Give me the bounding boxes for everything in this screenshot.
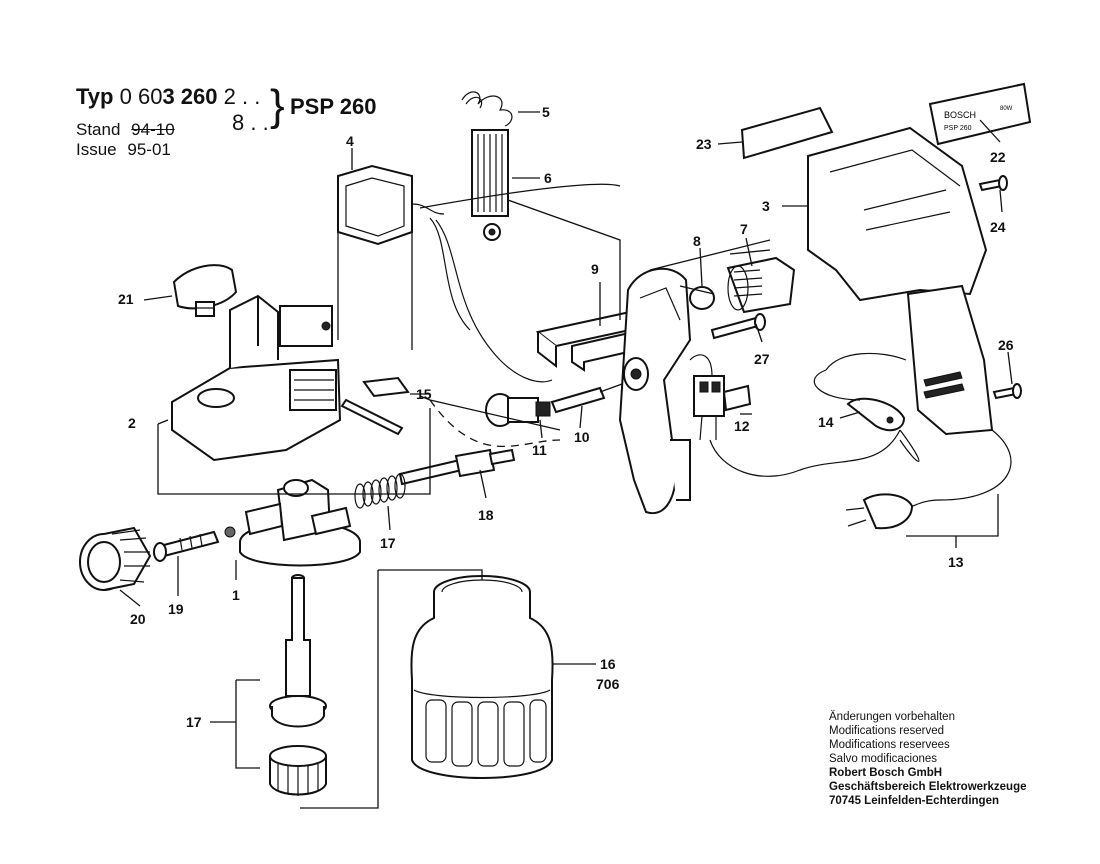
part-7-nozzle <box>726 256 796 314</box>
callout-19: 18 <box>478 507 494 523</box>
callout-16: 16 <box>600 656 616 672</box>
callout-14: 14 <box>818 414 834 430</box>
nameplate-power: 80W <box>1000 106 1013 112</box>
part-22-knob <box>172 264 238 317</box>
brace: } <box>270 81 285 130</box>
issue-label: Issue <box>76 140 117 159</box>
typ-number-light: 0 60 <box>119 84 163 109</box>
callout-2: 2 <box>128 415 136 431</box>
part-23-nameplate: BOSCH PSP 260 80W <box>928 82 1032 146</box>
callout-20: 19 <box>168 601 184 617</box>
callout-5: 5 <box>542 104 550 120</box>
callout-21: 20 <box>130 611 146 627</box>
part-14-grommet <box>846 397 906 432</box>
callout-27: 27 <box>754 351 770 367</box>
assembly-lines <box>157 176 999 809</box>
callout-706: 706 <box>596 676 620 692</box>
stand-value: 94-10 <box>131 120 175 139</box>
part-6-heatsink <box>471 129 509 241</box>
note-line-fr: Modifications reservees <box>829 739 950 751</box>
model-name: PSP 260 <box>290 94 377 119</box>
callout-22: 21 <box>118 291 134 307</box>
variant-2: 8 . . <box>232 110 269 135</box>
part-15-pin <box>340 376 410 436</box>
typ-number-bold: 3 260 <box>162 84 218 109</box>
callout-3: 3 <box>762 198 770 214</box>
part-5-wire-clip <box>461 91 513 127</box>
callout-7: 7 <box>740 221 748 237</box>
part-21-cap <box>79 526 152 591</box>
company-name: Robert Bosch GmbH <box>829 767 943 779</box>
callout-1: 1 <box>232 587 240 603</box>
part-20-needle <box>153 530 220 562</box>
part-8-ring <box>689 286 715 310</box>
company-address: 70745 Leinfelden-Echterdingen <box>829 795 999 807</box>
stand-label: Stand <box>76 120 121 139</box>
note-line-en: Modifications reserved <box>829 725 945 737</box>
note-line-de: Änderungen vorbehalten <box>829 711 955 723</box>
notes-block: Änderungen vorbehalten Modifications res… <box>829 710 1027 808</box>
part-10-connector <box>550 383 623 414</box>
nameplate-model: PSP 260 <box>944 125 972 132</box>
part-18-spring <box>354 473 406 509</box>
callout-11: 11 <box>532 442 547 458</box>
part-24-label <box>740 106 834 160</box>
issue-value: 95-01 <box>127 140 171 159</box>
callout-18: 17 <box>380 535 396 551</box>
part-3-housing-cover <box>807 126 994 436</box>
part-16-container <box>410 575 554 779</box>
callout-17: 17 <box>186 714 202 730</box>
callout-23: 22 <box>990 149 1006 165</box>
part-1-pump-body <box>224 478 361 567</box>
type-number: Typ 0 603 260 2 . . <box>76 84 260 110</box>
callout-9: 9 <box>591 261 599 277</box>
part-2-pump-housing <box>171 294 342 462</box>
callout-labels: 5 6 4 21 9 8 7 27 23 3 22 24 26 12 14 10… <box>118 104 1014 730</box>
variant-1: 2 . . <box>223 84 261 109</box>
company-division: Geschäftsbereich Elektrowerkzeuge <box>829 781 1027 793</box>
typ-prefix: Typ <box>76 84 114 109</box>
part-26-screw-bottom <box>992 383 1022 400</box>
note-line-es: Salvo modificaciones <box>829 753 938 765</box>
callout-24: 23 <box>696 136 712 152</box>
callout-26-bottom: 26 <box>998 337 1014 353</box>
stand-line: Stand 94-10 <box>76 120 175 140</box>
part-19-spindle <box>398 448 516 486</box>
callout-10: 10 <box>574 429 590 445</box>
part-26-screw-top <box>978 175 1008 192</box>
callout-12: 12 <box>734 418 750 434</box>
part-13-cable <box>709 352 1012 530</box>
leader-lines <box>119 111 1013 723</box>
part-4-coil <box>337 164 553 383</box>
part-12-switch <box>689 354 752 441</box>
part-27-screw <box>710 313 766 340</box>
nameplate-brand: BOSCH <box>944 110 976 120</box>
issue-line: Issue 95-01 <box>76 140 171 160</box>
part-17-suction-tube <box>269 574 327 796</box>
callout-4: 4 <box>346 133 354 149</box>
callout-15: 15 <box>416 386 432 402</box>
handle-body <box>618 267 692 515</box>
callout-13: 13 <box>948 554 964 570</box>
callout-6: 6 <box>544 170 552 186</box>
callout-26-top: 24 <box>990 219 1006 235</box>
callout-8: 8 <box>693 233 701 249</box>
